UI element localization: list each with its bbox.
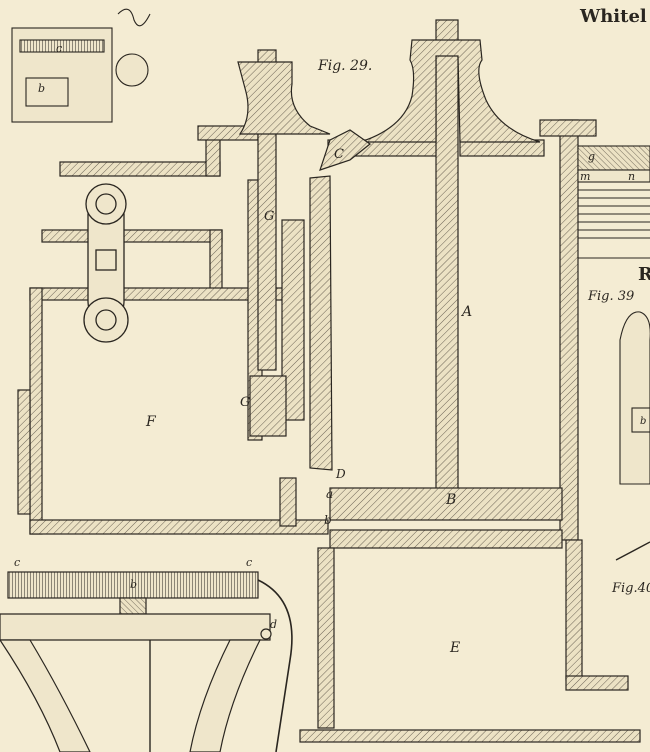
valve-nozzle-d	[309, 175, 333, 471]
crank-bottom-hub	[95, 309, 117, 331]
fig39-label: Fig. 39	[587, 289, 634, 304]
label-r-partial: R	[638, 264, 650, 285]
gear-arm	[257, 579, 293, 752]
casing-e-left	[317, 547, 335, 729]
gear-label-b: b	[130, 578, 137, 591]
rod-a	[435, 19, 459, 491]
casing-e-right	[565, 539, 583, 681]
fig39-strip-mn	[577, 169, 650, 183]
fig40-label: Fig.40	[611, 581, 650, 596]
label-n: n	[628, 170, 635, 183]
fig39-vessel	[619, 311, 650, 485]
valve-g-upper	[281, 219, 305, 421]
fig39-layers	[578, 189, 650, 259]
box-f-left	[29, 287, 43, 535]
inset-spring	[117, 8, 151, 27]
label-m: m	[580, 170, 590, 183]
valve-g-lower	[249, 375, 287, 437]
inset-pulley	[115, 53, 149, 87]
label-e: E	[449, 640, 460, 656]
crank-top-hub	[95, 193, 117, 215]
inset-label-b: b	[38, 82, 45, 95]
label-b: B	[445, 492, 456, 508]
gear-label-c-left: c	[14, 556, 20, 569]
gear-label-d: d	[270, 618, 277, 631]
beam-mid-drop	[209, 229, 223, 291]
label-f: F	[145, 414, 157, 430]
gear-label-c-right: c	[246, 556, 252, 569]
label-d: D	[335, 467, 346, 481]
label-c: C	[334, 147, 344, 162]
flange-right-bell	[359, 39, 541, 143]
fig39-inner	[631, 407, 650, 433]
casing-e-base	[299, 729, 641, 743]
inset-box-b	[25, 77, 69, 107]
label-fig39-b: b	[640, 416, 646, 427]
casing-right-wall	[559, 119, 579, 541]
casing-e-top	[329, 529, 563, 549]
box-f-bottom	[29, 519, 329, 535]
label-g-upper: G	[264, 209, 274, 224]
box-f-right	[279, 477, 297, 527]
fig40-line	[615, 541, 650, 561]
casing-right-cap	[539, 119, 597, 137]
gear-leg-right	[189, 639, 261, 752]
inset-roller	[19, 39, 105, 53]
fig29-label: Fig. 29.	[317, 58, 372, 74]
inset-label-c: c	[56, 42, 62, 55]
bracket-c	[319, 129, 372, 171]
label-a: A	[460, 304, 472, 320]
header-title: Whitel	[579, 6, 647, 27]
flange-left-bell	[237, 61, 331, 135]
gear-hub	[119, 597, 147, 615]
beam-mid	[41, 229, 223, 243]
gear-pin-d	[260, 628, 272, 640]
label-a-small: a	[326, 487, 333, 501]
gear-leg-left	[0, 639, 91, 752]
fig39-strip-g	[577, 145, 650, 171]
label-b-small: b	[324, 513, 332, 527]
casing-e-foot	[565, 675, 629, 691]
beam-upper	[59, 161, 221, 177]
gear-frame	[0, 613, 271, 641]
label-g-strip: g	[588, 150, 595, 163]
crank-square	[95, 249, 117, 271]
label-g-lower: G	[240, 395, 250, 410]
pipe-b	[329, 487, 563, 521]
box-f-ledge-left	[17, 389, 31, 515]
